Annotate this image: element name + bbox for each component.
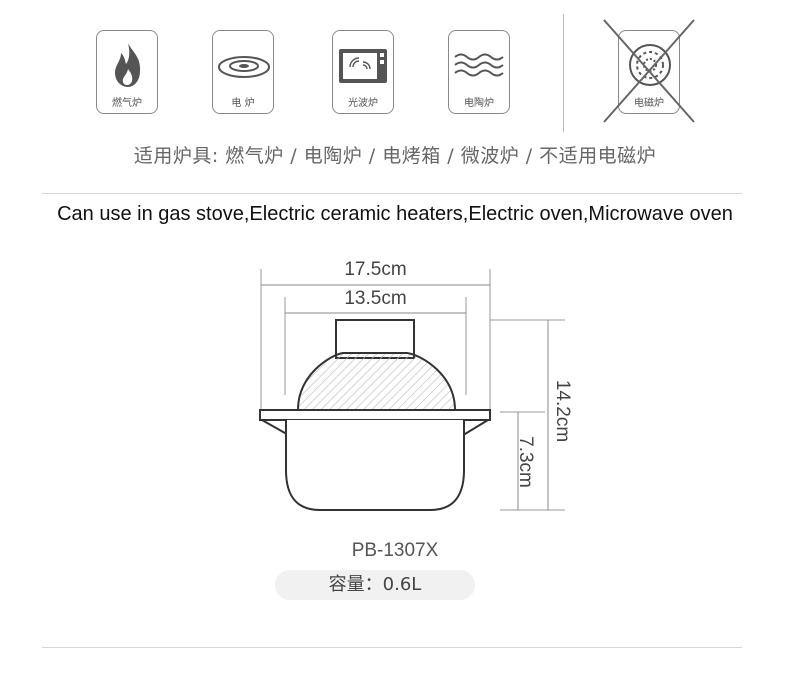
capacity-badge: 容量：0.6L <box>275 570 475 600</box>
model-number: PB-1307X <box>351 540 439 561</box>
inner-width-label: 13.5cm <box>344 288 407 309</box>
english-stove-text: Can use in gas stove,Electric ceramic he… <box>57 203 733 225</box>
ceramic-heater-icon <box>454 53 504 77</box>
stove-icon-gas: 燃气炉 <box>96 30 158 114</box>
body-height-label: 7.3cm <box>515 436 536 488</box>
icon-label: 电陶炉 <box>464 98 494 109</box>
electric-plate-icon <box>218 56 270 78</box>
vertical-divider <box>563 14 564 132</box>
divider-bottom <box>42 647 742 648</box>
microwave-icon <box>339 49 387 83</box>
not-allowed-cross-icon <box>603 19 695 123</box>
stove-icon-lightwave: 光波炉 <box>332 30 394 114</box>
stove-icon-ceramic: 电陶炉 <box>448 30 510 114</box>
icon-label: 电磁炉 <box>634 98 664 109</box>
stove-icon-electric: 电 炉 <box>212 30 274 114</box>
applicable-stoves-text: 适用炉具: 燃气炉 / 电陶炉 / 电烤箱 / 微波炉 / 不适用电磁炉 <box>133 145 657 167</box>
divider-top <box>42 193 742 194</box>
total-height-label: 14.2cm <box>552 379 573 443</box>
outer-width-label: 17.5cm <box>344 259 407 280</box>
icon-label: 光波炉 <box>348 98 378 109</box>
pot-dimension-diagram <box>259 269 565 511</box>
flame-icon <box>115 43 141 87</box>
icon-label: 电 炉 <box>231 98 255 109</box>
icon-label: 燃气炉 <box>112 98 142 109</box>
